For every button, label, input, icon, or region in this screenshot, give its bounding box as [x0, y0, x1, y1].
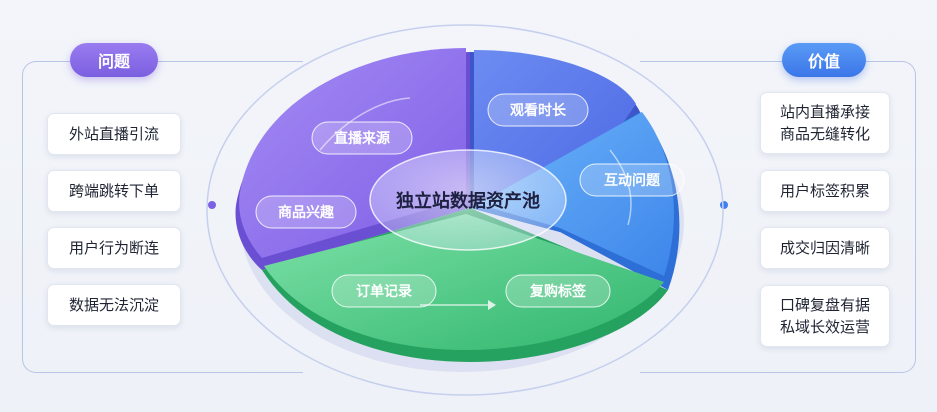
left-connector-dot — [208, 201, 216, 209]
value-card-1-line: 站内直播承接 商品无缝转化 — [779, 103, 870, 143]
label-order-record-text: 订单记录 — [356, 283, 412, 300]
right-connector-dot — [720, 201, 728, 209]
flow-arrow-purple — [319, 97, 411, 151]
label-product-interest: 商品兴趣 — [255, 195, 357, 229]
value-card-1: 站内直播承接 商品无缝转化 — [760, 92, 890, 154]
label-watch-time-text: 观看时长 — [510, 102, 567, 119]
value-card-4-line: 口碑复盘有据 私域长效运营 — [779, 296, 870, 336]
label-product-interest-text: 商品兴趣 — [278, 204, 335, 221]
values-bracket — [640, 61, 916, 373]
problem-card-2: 跨端跳转下单 — [47, 170, 181, 212]
label-live-source-text: 直播来源 — [334, 130, 390, 147]
flow-arrowhead-green — [488, 300, 496, 310]
center-glow — [369, 149, 567, 251]
segment-blue-light — [478, 112, 674, 276]
label-watch-time: 观看时长 — [487, 93, 589, 127]
problems-bracket — [22, 61, 303, 373]
segment-green — [264, 214, 664, 350]
value-card-2: 用户标签积累 — [760, 170, 890, 212]
problems-title: 问题 — [70, 43, 158, 77]
problem-card-3: 用户行为断连 — [47, 227, 181, 269]
values-title: 价值 — [782, 43, 866, 77]
center-title: 独立站数据资产池 — [396, 190, 540, 212]
label-repurchase-tag: 复购标签 — [505, 274, 611, 308]
value-card-3: 成交归因清晰 — [760, 227, 890, 269]
flow-arrow-blue — [609, 149, 632, 226]
label-live-source: 直播来源 — [311, 121, 413, 155]
outer-ring — [206, 24, 724, 396]
label-order-record: 订单记录 — [331, 274, 437, 308]
value-card-4: 口碑复盘有据 私域长效运营 — [760, 285, 890, 347]
label-interaction-text: 互动问题 — [604, 172, 661, 189]
problem-card-1: 外站直播引流 — [47, 113, 181, 155]
problem-card-4: 数据无法沉淀 — [47, 284, 181, 326]
label-interaction: 互动问题 — [579, 163, 685, 197]
label-repurchase-tag-text: 复购标签 — [529, 283, 587, 300]
